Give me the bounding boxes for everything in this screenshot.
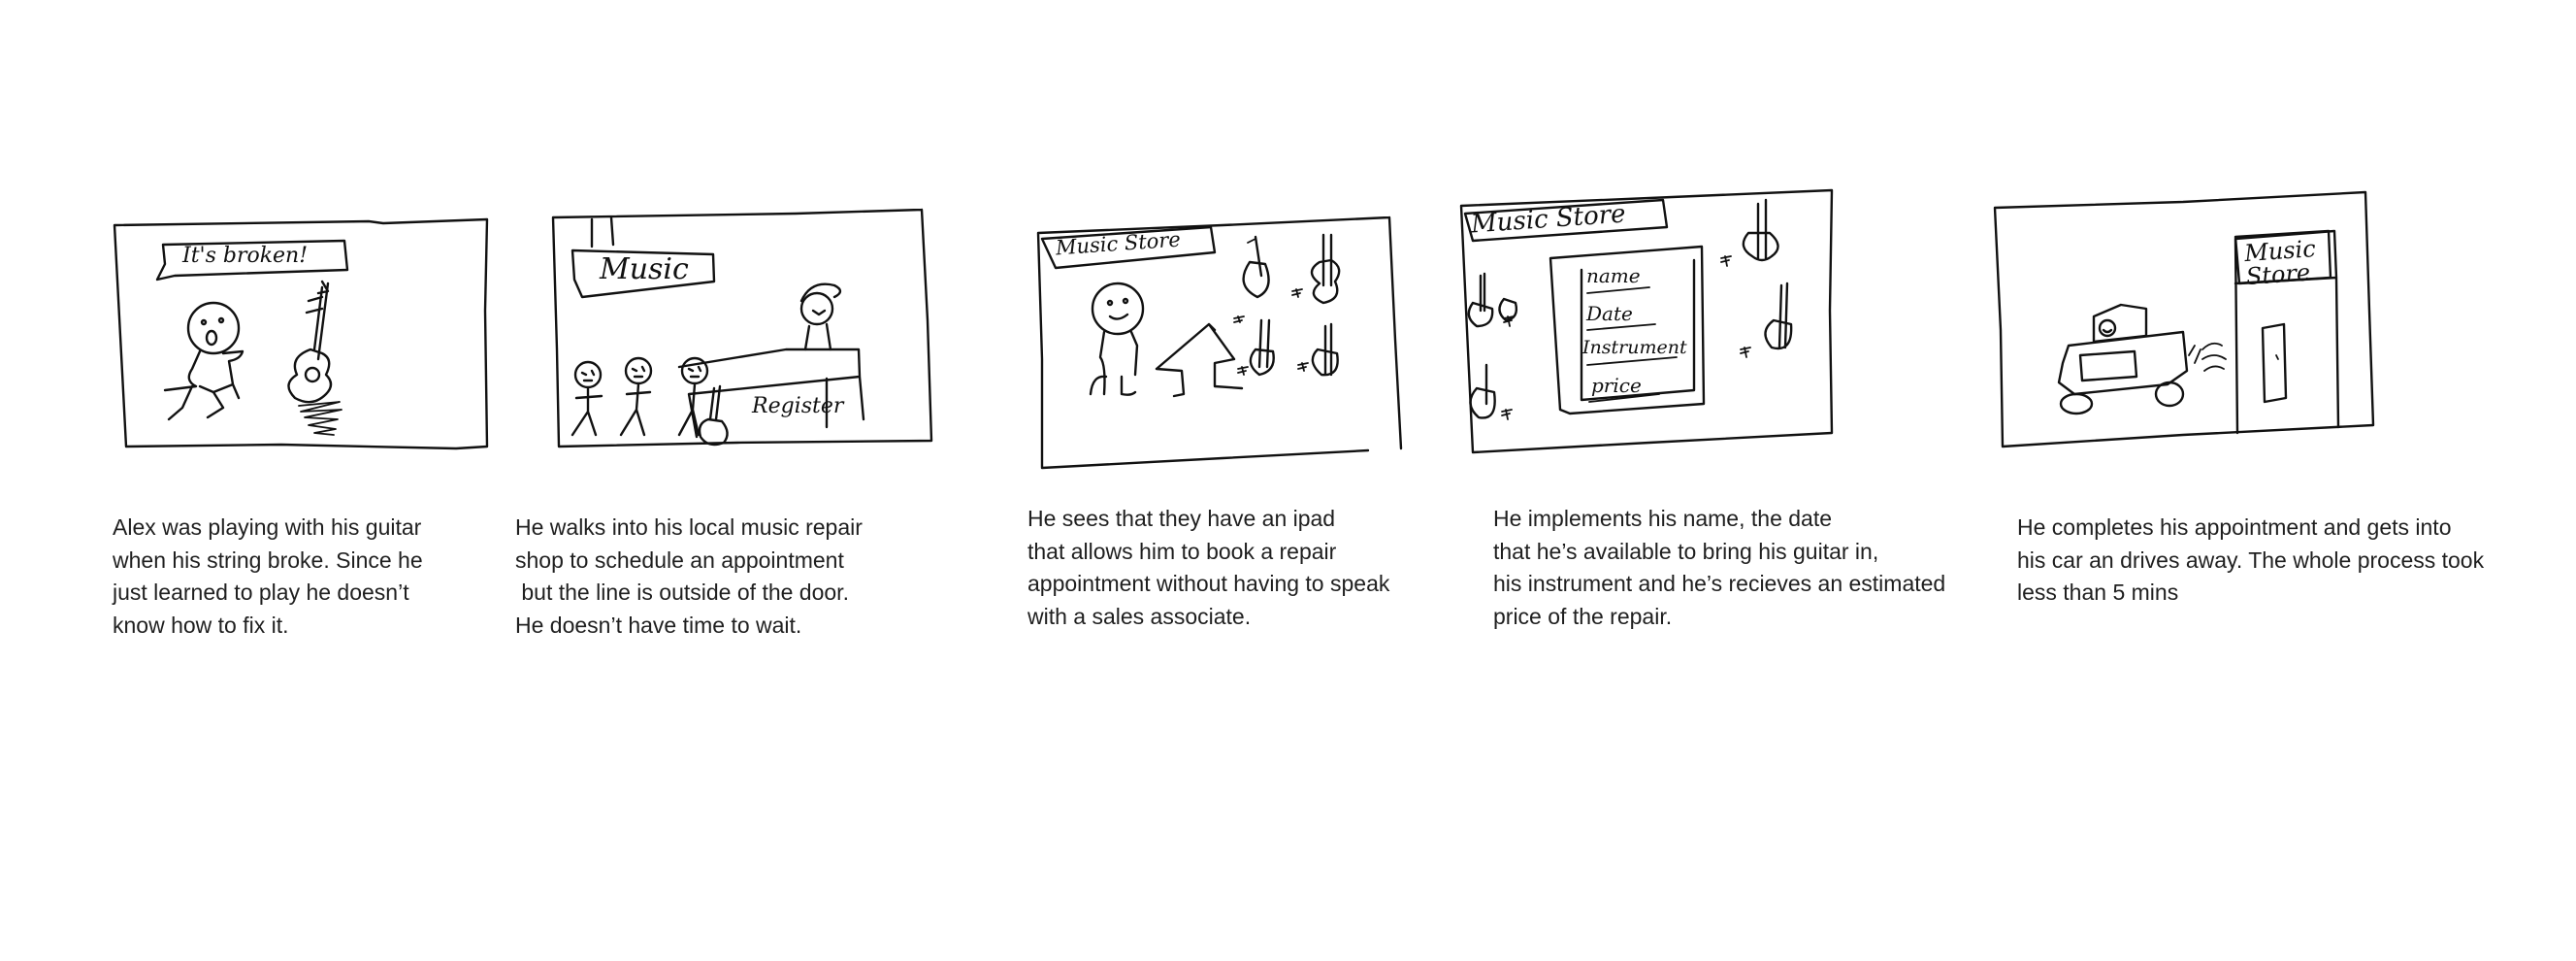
storyboard-panel-1: It's broken! [107, 214, 495, 466]
storyboard-panel-3: Music Store [1028, 204, 1417, 476]
panel-3-caption: He sees that they have an ipad that allo… [1027, 506, 1390, 629]
form-field-instrument: Instrument [1582, 337, 1687, 358]
form-field-date: Date [1586, 302, 1633, 325]
storyboard-panel-5: Music Store [1989, 184, 2397, 456]
panel-4-caption: He implements his name, the date that he… [1493, 506, 1946, 629]
storyboard-panel-2: Music Register [543, 204, 951, 456]
music-sign-text: Music [600, 252, 689, 286]
sketch-drives-away [1993, 190, 2375, 448]
panel-2-caption: He walks into his local music repair sho… [515, 514, 863, 638]
form-field-price: price [1591, 374, 1642, 397]
storyboard-panel-4: Music Store name Date Instrument price [1455, 184, 1843, 466]
form-field-name: name [1586, 264, 1641, 287]
sketch-fills-form [1459, 188, 1834, 454]
speech-bubble-text: It's broken! [182, 244, 309, 268]
sketch-line-outside [551, 208, 933, 448]
music-store-sign-text: Music Store [2243, 235, 2317, 291]
sketch-guitar-broke [113, 217, 489, 450]
sketch-sees-ipad [1036, 215, 1403, 470]
panel-1-caption: Alex was playing with his guitar when hi… [113, 514, 423, 638]
panel-5-caption: He completes his appointment and gets in… [2017, 514, 2485, 605]
register-sign-text: Register [752, 394, 844, 418]
